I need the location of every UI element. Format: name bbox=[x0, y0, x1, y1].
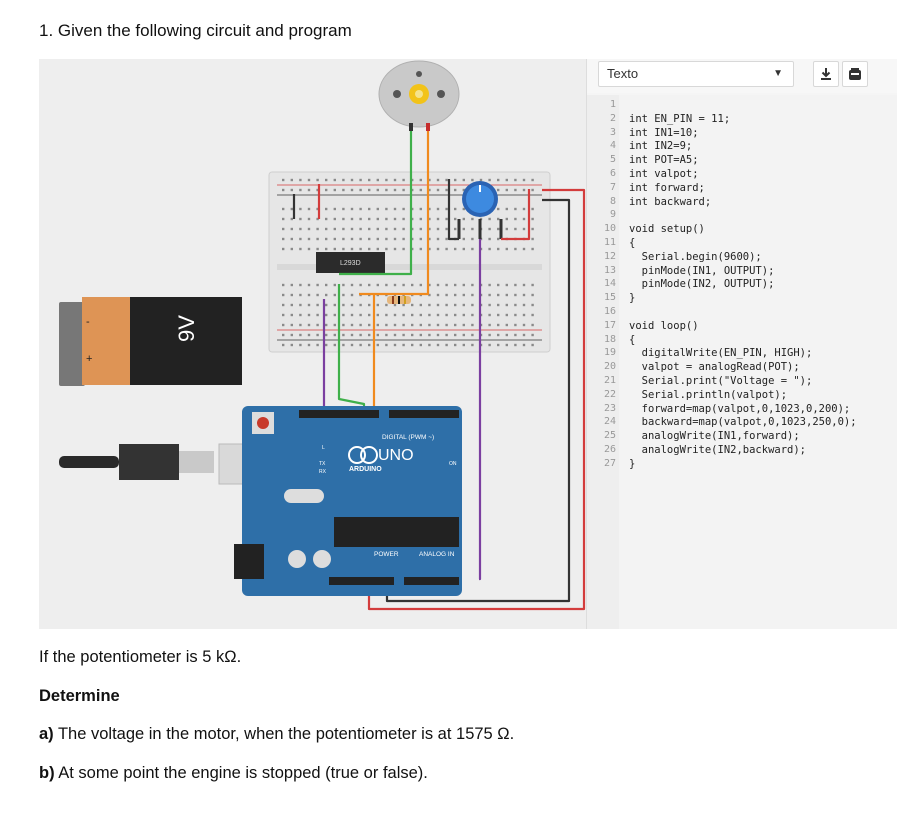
line-number: 26 bbox=[603, 444, 616, 455]
line-number: 15 bbox=[603, 292, 616, 304]
breadboard[interactable] bbox=[268, 171, 551, 353]
line-number: 9 bbox=[609, 209, 616, 221]
code-line: forward=map(valpot,0,1023,0,200); bbox=[629, 402, 851, 415]
line-number: 5 bbox=[609, 154, 616, 166]
svg-text:POWER: POWER bbox=[374, 551, 399, 558]
code-line: int backward; bbox=[629, 195, 712, 208]
line-number: 4 bbox=[609, 140, 616, 152]
line-number: 12 bbox=[603, 250, 616, 262]
code-line: int EN_PIN = 11; bbox=[629, 112, 731, 125]
code-editor[interactable]: int EN_PIN = 11;int IN1=10;int IN2=9;int… bbox=[619, 95, 897, 629]
svg-text:+: + bbox=[86, 353, 92, 365]
code-mode-value: Texto bbox=[607, 66, 639, 81]
circuit-schematic[interactable]: L293D bbox=[39, 59, 586, 629]
line-number: 2 bbox=[609, 112, 616, 124]
line-number: 22 bbox=[603, 388, 616, 400]
line-number: 3 bbox=[609, 126, 616, 138]
line-number: 17 bbox=[603, 319, 616, 331]
code-line: valpot = analogRead(POT); bbox=[629, 361, 800, 374]
line-number: 8 bbox=[609, 195, 616, 207]
svg-text:L: L bbox=[322, 445, 325, 451]
line-number: 21 bbox=[603, 375, 616, 386]
part-b-text: At some point the engine is stopped (tru… bbox=[54, 764, 428, 782]
code-line: void loop() bbox=[629, 319, 699, 332]
line-number: 19 bbox=[603, 347, 616, 359]
simulator-panel: L293D bbox=[39, 59, 897, 629]
code-line: void setup() bbox=[629, 223, 705, 236]
code-line: digitalWrite(EN_PIN, HIGH); bbox=[629, 347, 813, 360]
code-line: backward=map(valpot,0,1023,250,0); bbox=[629, 416, 857, 429]
code-line: int POT=A5; bbox=[629, 154, 699, 167]
line-number: 6 bbox=[609, 168, 616, 179]
download-button[interactable] bbox=[813, 61, 839, 87]
code-mode-select[interactable]: Texto ▼ bbox=[598, 61, 794, 87]
part-a-text: The voltage in the motor, when the poten… bbox=[53, 725, 515, 743]
svg-text:L293D: L293D bbox=[340, 260, 361, 267]
resistor[interactable] bbox=[387, 296, 411, 304]
code-line: int valpot; bbox=[629, 168, 699, 180]
l293d-chip[interactable]: L293D bbox=[316, 252, 385, 273]
question-title: 1. Given the following circuit and progr… bbox=[39, 21, 352, 40]
line-number: 16 bbox=[603, 306, 616, 317]
question-part-b: b) At some point the engine is stopped (… bbox=[39, 764, 428, 783]
wires[interactable] bbox=[64, 131, 586, 611]
question-part-a: a) The voltage in the motor, when the po… bbox=[39, 725, 514, 744]
line-number: 14 bbox=[603, 278, 616, 290]
code-line: pinMode(IN1, OUTPUT); bbox=[629, 264, 775, 277]
code-line: pinMode(IN2, OUTPUT); bbox=[629, 278, 775, 291]
line-number: 20 bbox=[603, 361, 616, 373]
svg-text:UNO: UNO bbox=[378, 447, 414, 464]
battery-9v[interactable]: 9V - + bbox=[59, 297, 242, 386]
arduino-uno-board[interactable]: DIGITAL (PWM ~) UNO ARDUINO POWER ANALOG… bbox=[234, 406, 462, 596]
line-number: 7 bbox=[609, 181, 616, 193]
line-number: 1 bbox=[609, 99, 616, 110]
svg-text:DIGITAL (PWM ~): DIGITAL (PWM ~) bbox=[382, 434, 434, 441]
code-line: int IN2=9; bbox=[629, 140, 693, 153]
upload-to-board-button[interactable] bbox=[842, 61, 868, 87]
svg-text:ARDUINO: ARDUINO bbox=[349, 466, 382, 473]
download-icon bbox=[821, 68, 831, 80]
part-b-label: b) bbox=[39, 764, 55, 782]
svg-text:RX: RX bbox=[319, 469, 327, 475]
dc-motor[interactable] bbox=[378, 60, 460, 131]
question-condition: If the potentiometer is 5 kΩ. bbox=[39, 648, 242, 666]
code-line: Serial.print("Voltage = "); bbox=[629, 375, 813, 387]
line-number: 13 bbox=[603, 264, 616, 276]
code-line: Serial.println(valpot); bbox=[629, 388, 788, 401]
line-number: 10 bbox=[603, 223, 616, 235]
svg-text:ANALOG IN: ANALOG IN bbox=[419, 551, 455, 558]
code-line: analogWrite(IN2,backward); bbox=[629, 444, 807, 456]
code-line: { bbox=[629, 237, 636, 249]
code-line: int IN1=10; bbox=[629, 126, 699, 139]
chevron-down-icon: ▼ bbox=[773, 68, 783, 79]
code-line: } bbox=[629, 292, 636, 305]
line-number: 27 bbox=[603, 457, 616, 469]
line-number: 11 bbox=[603, 237, 616, 248]
line-number: 25 bbox=[603, 430, 616, 442]
line-number: 18 bbox=[603, 333, 616, 345]
svg-text:9V: 9V bbox=[174, 315, 199, 342]
editor-toolbar: Texto ▼ bbox=[587, 59, 897, 93]
code-line: analogWrite(IN1,forward); bbox=[629, 430, 800, 443]
code-line: } bbox=[629, 457, 636, 470]
svg-text:-: - bbox=[86, 316, 90, 328]
code-line: int forward; bbox=[629, 181, 705, 194]
line-number: 23 bbox=[603, 402, 616, 414]
potentiometer[interactable] bbox=[457, 181, 503, 239]
svg-text:ON: ON bbox=[449, 461, 457, 467]
line-number: 24 bbox=[603, 416, 616, 428]
question-determine: Determine bbox=[39, 687, 120, 705]
part-a-label: a) bbox=[39, 725, 54, 743]
svg-text:TX: TX bbox=[319, 461, 326, 467]
code-line: { bbox=[629, 333, 636, 346]
upload-to-board-icon bbox=[849, 68, 861, 80]
code-line: Serial.begin(9600); bbox=[629, 250, 762, 263]
